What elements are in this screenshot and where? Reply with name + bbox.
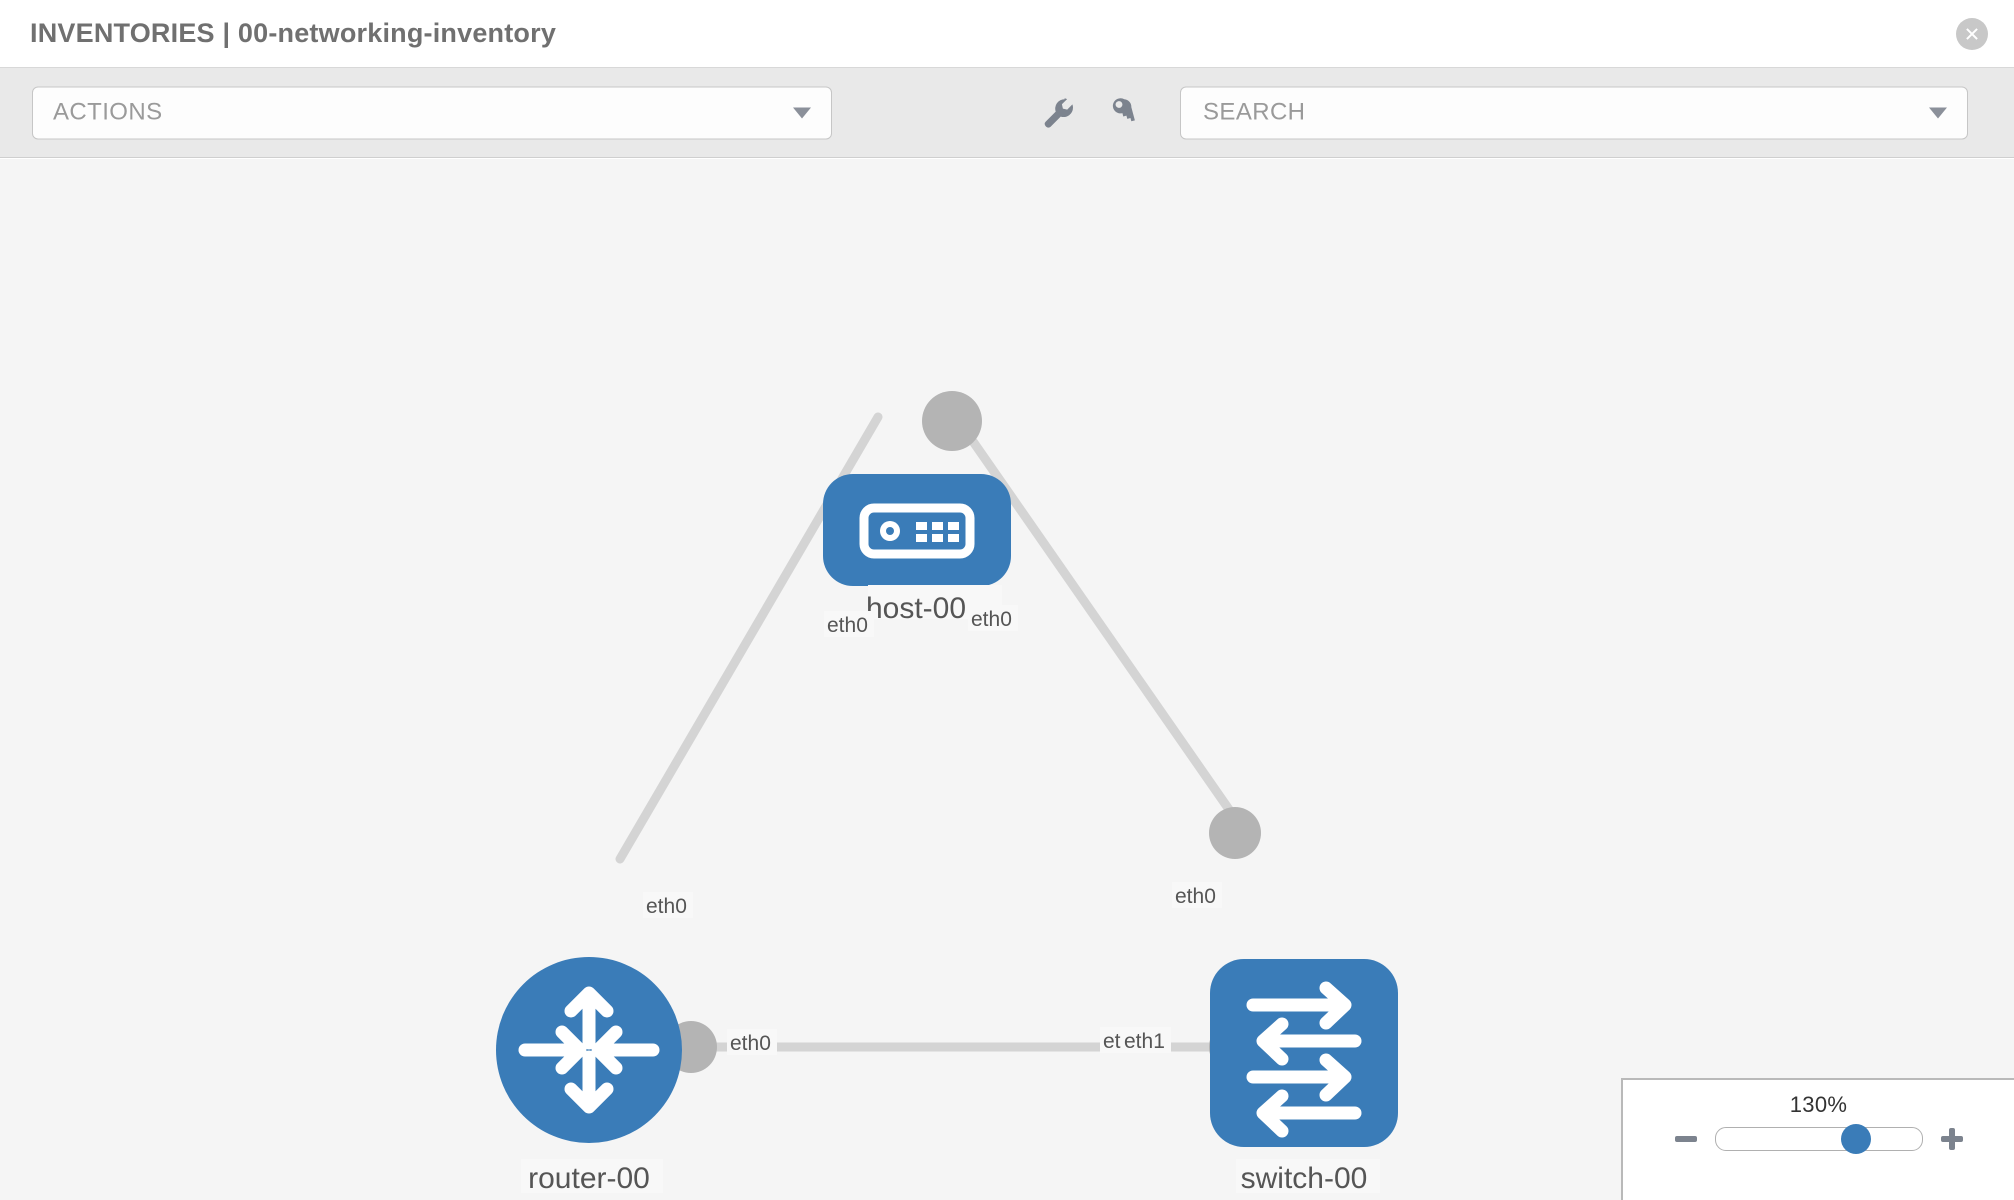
page-title: INVENTORIES | 00-networking-inventory: [30, 18, 557, 48]
iface-label-router00-uplink: eth0: [643, 892, 693, 918]
iface-label-switch00-eth1-text: eth1: [1124, 1030, 1165, 1053]
node-switch-00-label: switch-00: [1241, 1162, 1368, 1195]
iface-label-router00-uplink-text: eth0: [646, 895, 687, 918]
iface-label-host00-right: eth0: [968, 605, 1018, 631]
zoom-control-row: [1623, 1124, 2014, 1154]
port-host00-eth0-right[interactable]: [922, 391, 982, 451]
node-router-00[interactable]: router-00: [496, 957, 682, 1195]
iface-label-host00-right-text: eth0: [971, 608, 1012, 631]
page-header: INVENTORIES | 00-networking-inventory: [0, 0, 2014, 68]
zoom-control-panel: 130%: [1621, 1078, 2014, 1200]
switch-icon: [1246, 981, 1362, 1138]
node-router-00-shape[interactable]: [496, 957, 682, 1143]
node-host-00-label: host-00: [866, 592, 966, 625]
zoom-slider-thumb[interactable]: [1840, 1124, 1871, 1154]
close-icon: [1966, 27, 1978, 40]
search-input[interactable]: [1201, 97, 1929, 128]
iface-label-router00-eth0-text: eth0: [730, 1032, 771, 1055]
zoom-level-value: 130%: [1789, 1092, 1848, 1117]
node-switch-00-label-bg: [1236, 1159, 1380, 1193]
port-switch00-eth0-top[interactable]: [1209, 807, 1261, 859]
router-icon: [518, 986, 660, 1114]
close-button[interactable]: [1956, 17, 1988, 50]
wrench-icon[interactable]: [1040, 95, 1076, 131]
chevron-down-icon: [793, 107, 811, 118]
node-host-00[interactable]: host-00: [823, 474, 1011, 625]
topology-canvas[interactable]: host-00 router-00: [0, 159, 2014, 1200]
minus-icon[interactable]: [1673, 1126, 1699, 1152]
plus-icon[interactable]: [1939, 1126, 1965, 1152]
server-icon: [859, 503, 975, 559]
iface-label-switch00-eth1: eth1: [1121, 1027, 1171, 1053]
node-router-00-label: router-00: [528, 1162, 650, 1195]
key-icon[interactable]: [1106, 95, 1142, 131]
zoom-slider[interactable]: [1714, 1124, 1923, 1154]
node-switch-00[interactable]: switch-00: [1210, 959, 1398, 1195]
iface-label-host00-left: eth0: [824, 611, 874, 637]
search-chevron-down-icon[interactable]: [1929, 107, 1947, 118]
actions-dropdown-label: ACTIONS: [53, 98, 163, 126]
toolbar-icon-group: [1040, 95, 1142, 131]
topology-graph[interactable]: host-00 router-00: [0, 159, 2014, 1200]
iface-label-host00-left-text: eth0: [827, 614, 868, 637]
iface-label-router00-eth0: eth0: [727, 1029, 777, 1055]
iface-label-switch00-uplink-text: eth0: [1175, 885, 1216, 908]
node-router-00-label-bg: [521, 1159, 663, 1193]
actions-dropdown[interactable]: ACTIONS: [32, 86, 832, 139]
search-field-wrapper[interactable]: [1180, 86, 1968, 139]
toolbar: ACTIONS: [0, 68, 2014, 158]
iface-label-switch00-uplink: eth0: [1172, 882, 1222, 908]
